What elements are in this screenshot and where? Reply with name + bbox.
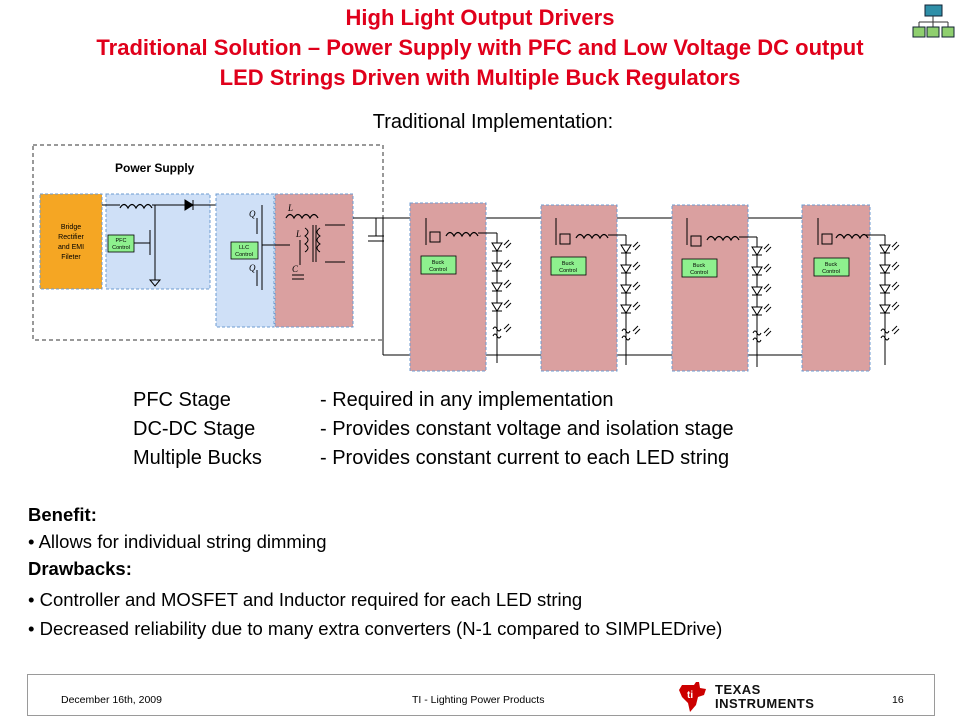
footer-center-text: TI - Lighting Power Products (412, 694, 545, 706)
slide-title-line2: Traditional Solution – Power Supply with… (96, 35, 864, 60)
buck2-label-2: Control (559, 268, 577, 274)
stage-name: Multiple Bucks (133, 447, 262, 469)
svg-text:ti: ti (687, 690, 693, 701)
llc-label-2: Control (235, 252, 253, 258)
benefit-item: • Allows for individual string dimming (28, 531, 327, 552)
slide-title-line1: High Light Output Drivers (345, 5, 615, 30)
benefit-heading: Benefit: (28, 504, 97, 525)
q2-label: Q (249, 263, 256, 273)
buck3-label-1: Buck (693, 263, 705, 269)
l2-label: L (295, 229, 301, 239)
ti-brand-line1: TEXAS (715, 682, 761, 697)
bridge-label-4: Fileter (61, 254, 81, 261)
drawback-item: • Controller and MOSFET and Inductor req… (28, 589, 583, 610)
stage-name: DC-DC Stage (133, 418, 256, 440)
l1-label: L (287, 203, 293, 213)
drawback-item: • Decreased reliability due to many extr… (28, 618, 723, 639)
q1-label: Q (249, 209, 256, 219)
buck3-label-2: Control (690, 270, 708, 276)
stage-row-pfc: PFC Stage - Required in any implementatio… (133, 386, 614, 414)
buck1-label-2: Control (429, 267, 447, 273)
bridge-label-3: and EMI (58, 244, 84, 251)
power-supply-label: Power Supply (115, 161, 195, 175)
buck1-label-1: Buck (432, 260, 444, 266)
llc-stage-block (215, 193, 275, 328)
power-supply-boundary (32, 144, 384, 341)
pfc-label-2: Control (112, 245, 130, 251)
stage-name: PFC Stage (133, 389, 231, 411)
pfc-label-1: PFC (116, 238, 127, 244)
buck-module-3: Buck Control (671, 204, 772, 372)
buck4-label-1: Buck (825, 262, 837, 268)
buck-module-1: Buck Control (409, 202, 512, 372)
llc-label-1: LLC (239, 245, 249, 251)
stage-row-dcdc: DC-DC Stage - Provides constant voltage a… (133, 415, 734, 443)
ti-logo-icon: ti (679, 682, 706, 712)
bridge-label-2: Rectifier (58, 234, 84, 241)
slide-title-line3: LED Strings Driven with Multiple Buck Re… (219, 65, 741, 90)
bridge-label-1: Bridge (61, 224, 81, 231)
footer-date: December 16th, 2009 (61, 694, 162, 706)
buck-module-2: Buck Control (540, 204, 641, 372)
stage-row-bucks: Multiple Bucks - Provides constant curren… (133, 444, 729, 472)
page-number: 16 (892, 694, 904, 706)
drawbacks-heading: Drawbacks: (28, 558, 132, 579)
stage-desc: - Provides constant current to each LED … (320, 447, 730, 469)
bridge-rectifier-block (39, 193, 103, 290)
ti-brand-line2: INSTRUMENTS (715, 696, 815, 711)
stage-desc: - Provides constant voltage and isolatio… (320, 418, 734, 440)
sitemap-icon[interactable] (912, 2, 956, 42)
c-label: C (292, 264, 299, 274)
circuit-diagram: Power Supply Bridge Rectifier and EMI Fi… (32, 144, 900, 372)
diagram-subtitle: Traditional Implementation: (372, 111, 614, 133)
llc-control-block (230, 241, 259, 260)
slide-footer: December 16th, 2009 TI - Lighting Power … (27, 674, 935, 716)
stage-desc: - Required in any implementation (320, 389, 614, 411)
buck4-label-2: Control (822, 269, 840, 275)
buck-module-4: Buck Control (801, 204, 900, 372)
buck2-label-1: Buck (562, 261, 574, 267)
